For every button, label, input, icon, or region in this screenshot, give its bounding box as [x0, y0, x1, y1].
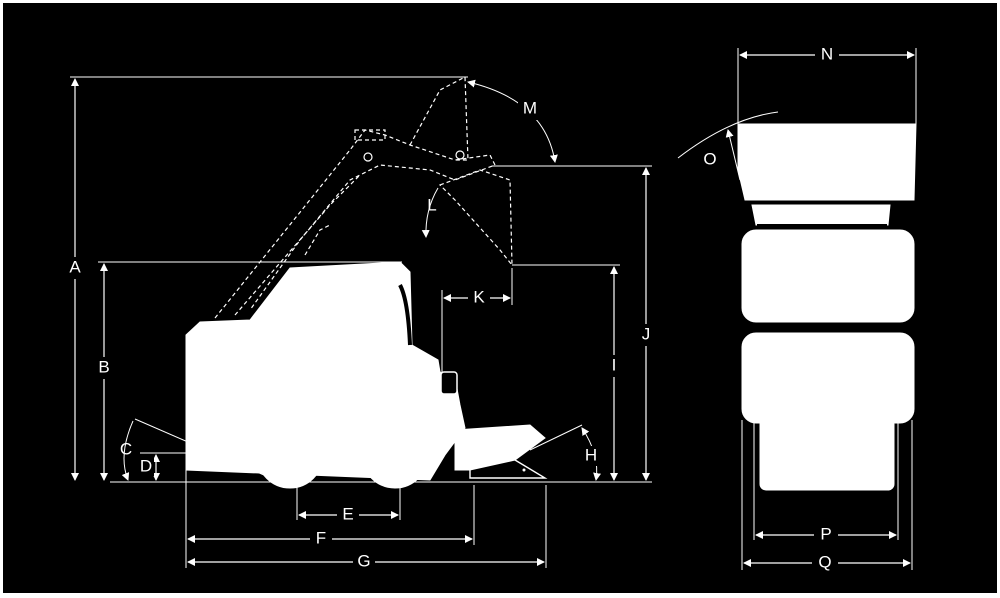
dim-E-label: E	[342, 504, 353, 523]
dim-A-label: A	[69, 257, 81, 276]
dim-C-line	[134, 418, 281, 483]
bucket-raised-high	[409, 76, 469, 161]
dim-O-arc	[677, 111, 779, 159]
front-lower-body	[759, 417, 895, 491]
front-shoulder	[751, 204, 891, 226]
dim-P-label: P	[820, 524, 831, 543]
bucket-lowered-edge	[469, 459, 548, 479]
side-view-dimensions: A B C D E F G H	[64, 76, 656, 572]
arm-hinge	[354, 129, 386, 141]
cab-window	[398, 284, 412, 346]
dim-G-label: G	[357, 551, 370, 570]
dim-B-label: B	[98, 357, 109, 376]
step-pad	[440, 371, 458, 395]
dim-K-label: K	[473, 287, 485, 306]
rear-wheel	[256, 421, 324, 489]
front-view-dimensions: N O P Q	[677, 44, 917, 573]
dim-O-label: O	[703, 149, 716, 168]
front-wheel	[361, 421, 429, 489]
dim-F-label: F	[316, 528, 326, 547]
dim-L-label: L	[427, 195, 436, 214]
front-cab	[737, 123, 917, 201]
bucket-dumped	[438, 169, 513, 267]
front-view-machine	[737, 123, 917, 491]
dim-M-label: M	[523, 98, 537, 117]
dim-Q-label: Q	[818, 552, 831, 571]
front-lower-tires	[741, 332, 915, 424]
dim-D-label: D	[140, 456, 152, 475]
dim-I-label: I	[612, 355, 617, 374]
dim-J-label: J	[642, 324, 651, 343]
side-view-machine	[110, 76, 560, 489]
dim-C-label: C	[120, 439, 132, 458]
dim-N-label: N	[821, 44, 833, 63]
front-upper-tires	[741, 229, 915, 323]
dim-H-label: H	[585, 445, 597, 464]
dim-L-line	[421, 187, 439, 238]
arm-link	[304, 224, 331, 256]
dim-H-line	[529, 424, 583, 451]
